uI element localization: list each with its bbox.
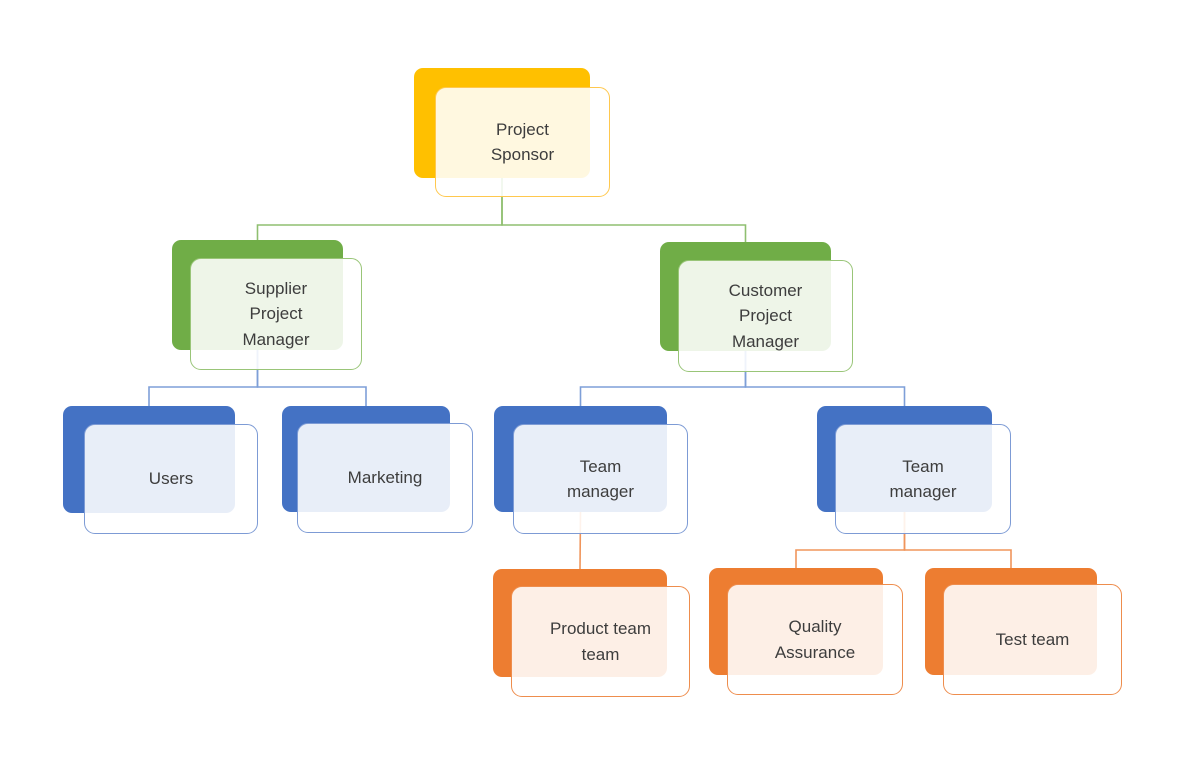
org-node-test-team[interactable]: Test team (943, 584, 1122, 695)
node-label-supplier-project-manager: Supplier Project Manager (242, 278, 310, 349)
org-node-team-manager-2[interactable]: Team manager (835, 424, 1011, 534)
connector-project-sponsor-to-customer-project-manager (501, 178, 747, 242)
node-label-users: Users (148, 469, 194, 489)
org-node-team-manager-1[interactable]: Team manager (513, 424, 688, 534)
node-label-customer-project-manager: Customer Project Manager (728, 280, 803, 351)
node-label-project-sponsor: Project Sponsor (490, 119, 555, 165)
node-label-team-manager-1: Team manager (566, 456, 635, 502)
org-node-project-sponsor[interactable]: Project Sponsor (435, 87, 610, 197)
org-node-product-team-team[interactable]: Product team team (511, 586, 690, 697)
org-node-quality-assurance[interactable]: Quality Assurance (727, 584, 903, 695)
node-label-test-team: Test team (995, 629, 1070, 649)
node-label-team-manager-2: Team manager (889, 456, 957, 502)
node-label-quality-assurance: Quality Assurance (774, 617, 856, 662)
org-node-customer-project-manager[interactable]: Customer Project Manager (678, 260, 853, 372)
org-node-users[interactable]: Users (84, 424, 258, 534)
node-label-product-team-team: Product team team (549, 619, 652, 664)
org-node-supplier-project-manager[interactable]: Supplier Project Manager (190, 258, 362, 370)
node-label-marketing: Marketing (347, 468, 423, 488)
org-node-marketing[interactable]: Marketing (297, 423, 473, 533)
